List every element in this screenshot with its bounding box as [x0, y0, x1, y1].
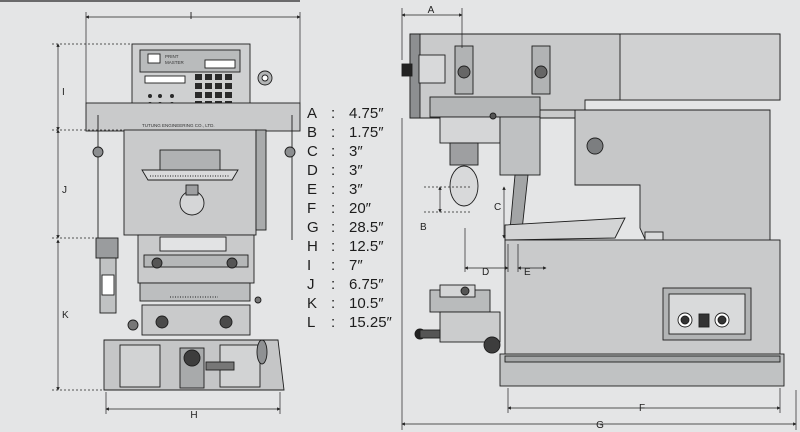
dim-label-f: F — [639, 403, 645, 414]
dim-label-d: D — [482, 267, 489, 278]
dim-label-a: A — [428, 5, 435, 16]
dim-label-j: J — [62, 185, 67, 196]
front-view — [85, 43, 301, 391]
dim-label-b: B — [420, 222, 427, 233]
dim-label-i-top: I — [190, 11, 193, 22]
side-view — [401, 33, 785, 387]
dim-label-k: K — [62, 310, 69, 321]
front-dimensions — [52, 12, 301, 414]
dim-label-g: G — [596, 420, 604, 431]
dim-label-c: C — [494, 202, 501, 213]
dim-label-h: H — [190, 410, 197, 421]
maker-label: TUTUNG ENGINEERING CO., LTD. — [142, 123, 215, 128]
side-dimensions — [401, 8, 797, 430]
dim-label-i-side: I — [62, 87, 65, 98]
brand-line-1: PRINT — [165, 54, 179, 59]
brand-line-2: MASTER — [165, 60, 185, 65]
dim-label-e: E — [524, 267, 531, 278]
